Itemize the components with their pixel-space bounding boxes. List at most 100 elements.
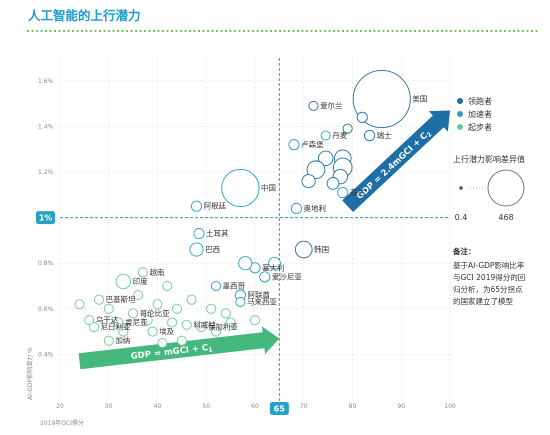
title-dot: [166, 29, 169, 33]
x-tick-label: 100: [444, 403, 456, 410]
data-point: [128, 308, 139, 319]
data-point: [193, 227, 205, 240]
title-dot: [508, 29, 511, 33]
title-dot: [512, 29, 516, 33]
data-point: [89, 322, 100, 333]
title-dot: [301, 29, 304, 33]
title-dot: [481, 29, 484, 33]
title-dot: [503, 29, 507, 33]
title-dot: [89, 29, 93, 33]
data-point: [84, 315, 95, 326]
data-point: [137, 267, 148, 278]
title-dot: [62, 29, 66, 33]
data-point: [162, 280, 173, 292]
data-point: [167, 317, 178, 328]
title-dot: [238, 29, 241, 33]
data-point: [342, 123, 353, 134]
title-dot: [310, 29, 313, 33]
y-tick-label: 1.6%: [38, 78, 54, 85]
title-dot: [368, 29, 372, 33]
data-point: [337, 186, 349, 199]
point-label: 哥伦比亚: [140, 308, 170, 318]
title-dot: [341, 29, 345, 33]
title-dot: [98, 29, 102, 33]
y-axis-label: AI-GDP影响潜力 %: [26, 347, 34, 400]
title-dot: [364, 29, 367, 33]
title-dot: [107, 29, 111, 33]
point-label: 科威特: [193, 319, 216, 329]
legend-marker: [457, 98, 463, 104]
title-dot: [355, 29, 358, 33]
data-point: [238, 256, 253, 271]
title-dot: [256, 29, 259, 33]
title-dotted-rule: [26, 29, 538, 33]
title-dot: [215, 29, 219, 33]
data-point: [249, 315, 261, 326]
size-legend-max: 468: [498, 213, 513, 222]
threshold-badge-y: [36, 211, 55, 225]
data-point: [320, 130, 331, 141]
title-dot: [265, 29, 268, 33]
size-legend-small: [459, 186, 463, 190]
y-tick-label: 0.4%: [38, 351, 54, 358]
data-point: [221, 168, 260, 208]
data-point: [290, 202, 302, 215]
title-dot: [260, 29, 264, 33]
data-point: [152, 299, 163, 310]
x-tick-label: 30: [105, 403, 113, 410]
title-dot: [269, 29, 273, 33]
data-point: [103, 335, 114, 346]
note-line: 的国家建立了模型: [453, 296, 513, 306]
title-dot: [332, 29, 336, 33]
title-dot: [44, 29, 48, 33]
point-label: 巴基斯坦: [106, 294, 136, 304]
title-dot: [373, 29, 376, 33]
x-tick-label: 50: [202, 403, 210, 410]
data-point: [147, 326, 158, 337]
point-label: 肯尼亚: [125, 317, 148, 327]
title-dot: [103, 29, 106, 33]
title-dot: [409, 29, 412, 33]
data-point: [93, 294, 105, 305]
data-point: [103, 303, 114, 314]
point-label: 土耳其: [206, 228, 229, 238]
title-dot: [485, 29, 489, 33]
title-dot: [526, 29, 529, 33]
title-dot: [422, 29, 426, 33]
point-label: 瑞士: [377, 130, 392, 140]
point-label: 爱沙尼亚: [272, 272, 302, 281]
title-dot: [49, 29, 52, 33]
title-dot: [391, 29, 394, 33]
point-label: 保加利亚: [208, 322, 238, 332]
title-dot: [152, 29, 156, 33]
data-point: [301, 174, 316, 189]
point-label: 奥地利: [304, 203, 327, 213]
point-label: 阿联酋: [247, 290, 270, 300]
title-dot: [76, 29, 79, 33]
data-point: [196, 322, 207, 333]
title-dot: [395, 29, 399, 33]
data-point: [189, 242, 204, 257]
title-dot: [440, 29, 444, 33]
title-dot: [134, 29, 138, 33]
title-dot: [112, 29, 115, 33]
title-dot: [292, 29, 295, 33]
title-dot: [197, 29, 201, 33]
title-dot: [35, 29, 39, 33]
legend-entry: 领跑者: [468, 96, 492, 106]
title-dot: [319, 29, 322, 33]
data-points: [74, 70, 411, 349]
x-tick-label: 20: [56, 403, 64, 410]
y-tick-label: 1.2%: [38, 169, 54, 176]
title-dot: [251, 29, 255, 33]
title-dot: [53, 29, 57, 33]
title-dot: [337, 29, 340, 33]
point-label: 乌干达: [96, 315, 119, 325]
x-tick-label: 40: [154, 403, 162, 410]
data-point: [288, 139, 300, 151]
point-label: 丹麦: [332, 130, 347, 140]
arrow-shape: [78, 326, 280, 370]
title-dot: [125, 29, 129, 33]
